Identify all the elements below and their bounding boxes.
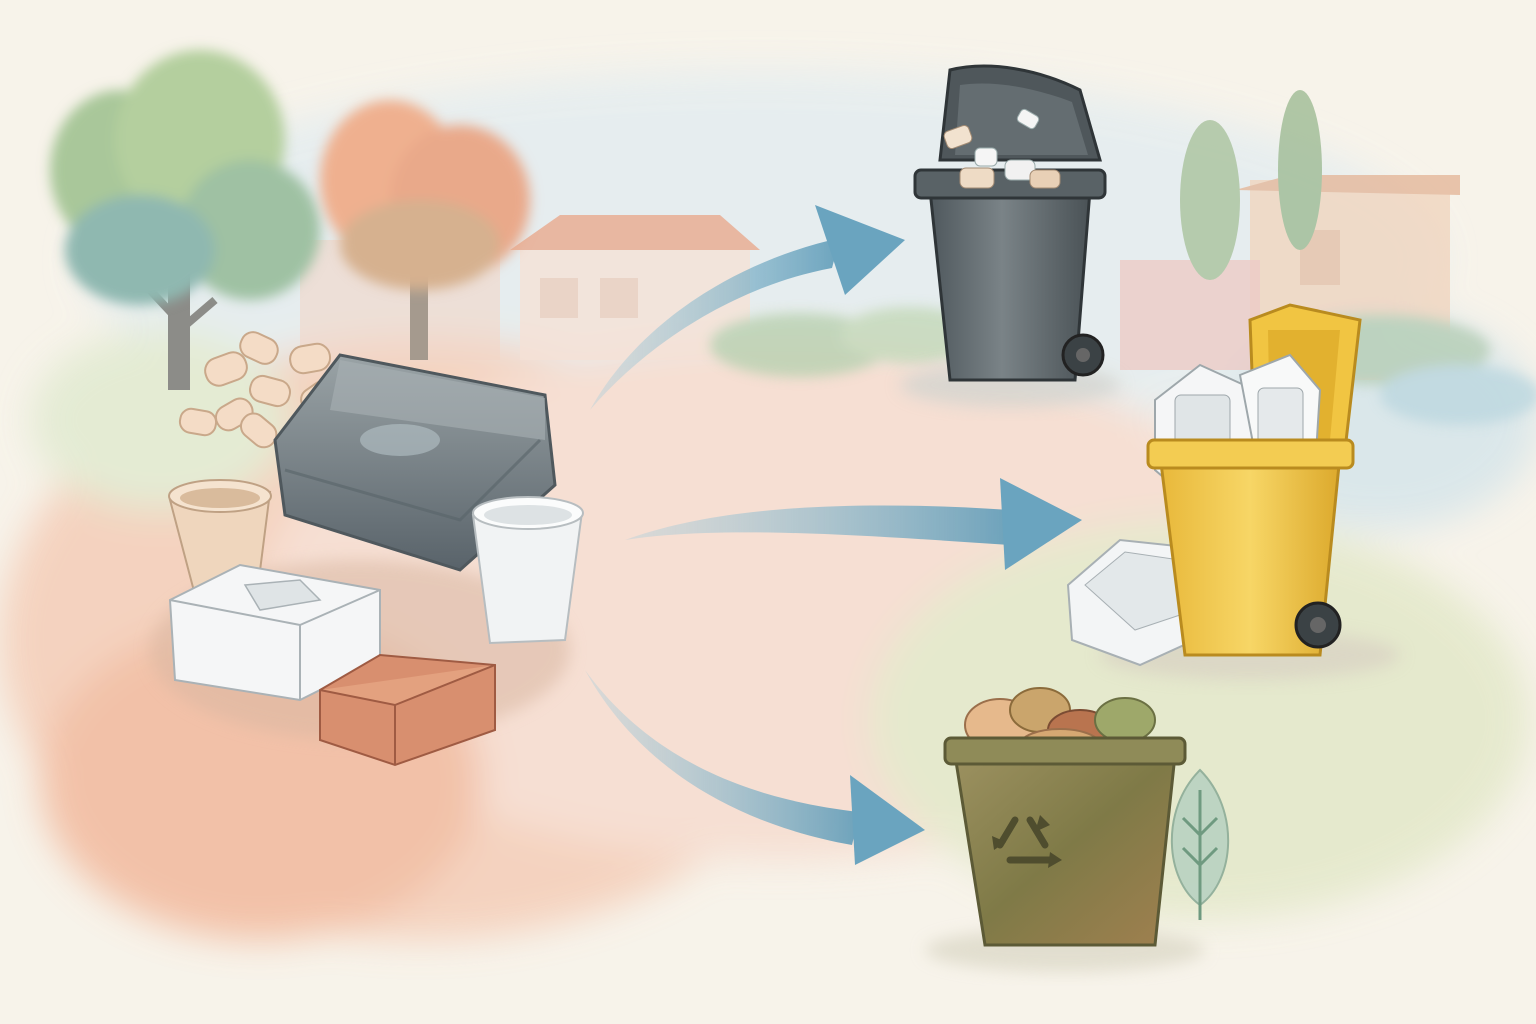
grey-general-waste-bin	[900, 64, 1120, 407]
green-tree	[50, 50, 320, 390]
arrow-to-yellow-bin	[625, 478, 1082, 570]
arrow-to-olive-bin	[585, 670, 925, 865]
source-pile	[150, 331, 584, 767]
cypress-trees	[1180, 90, 1322, 280]
leaf-icon	[1170, 768, 1230, 920]
yellow-recycling-bin	[1066, 303, 1400, 680]
flow-arrows	[585, 205, 1082, 865]
olive-compost-bin	[925, 687, 1205, 972]
orange-tree	[320, 100, 530, 360]
terracotta-brick	[319, 653, 496, 767]
foam-cup-white	[471, 496, 584, 645]
arrow-to-grey-bin	[590, 205, 905, 410]
white-packaging-insert	[168, 563, 381, 702]
recycle-symbol-icon	[992, 815, 1062, 868]
